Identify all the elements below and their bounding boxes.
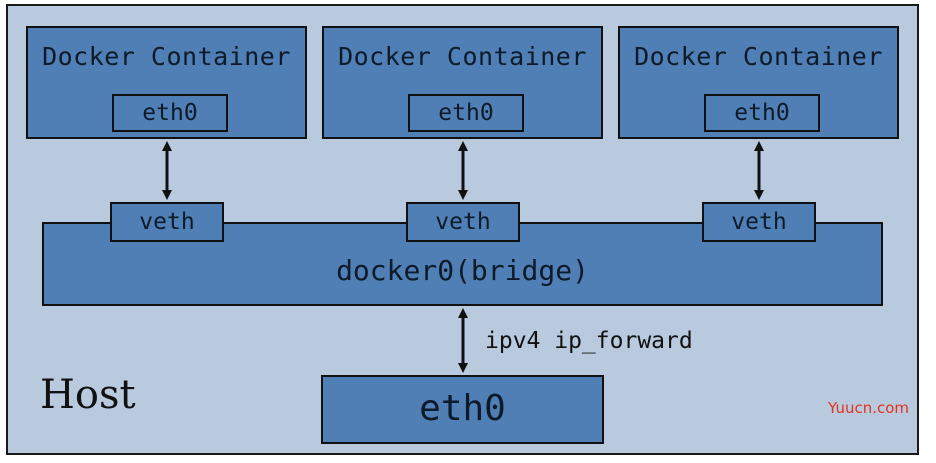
host-label: Host bbox=[40, 372, 136, 418]
veth-interface-2: veth bbox=[406, 202, 520, 242]
container-title: Docker Container bbox=[42, 42, 291, 71]
host-eth0-interface: eth0 bbox=[321, 375, 604, 444]
docker-container-3: Docker Container eth0 bbox=[618, 26, 899, 139]
veth-interface-1: veth bbox=[110, 202, 224, 242]
docker-container-1: Docker Container eth0 bbox=[26, 26, 307, 139]
container-eth0-interface: eth0 bbox=[112, 94, 228, 132]
ip-forward-label: ipv4 ip_forward bbox=[485, 328, 693, 354]
container-eth0-interface: eth0 bbox=[704, 94, 820, 132]
bridge-label: docker0(bridge) bbox=[336, 254, 589, 287]
container-title: Docker Container bbox=[634, 42, 883, 71]
docker-container-2: Docker Container eth0 bbox=[322, 26, 603, 139]
container-title: Docker Container bbox=[338, 42, 587, 71]
container-eth0-interface: eth0 bbox=[408, 94, 524, 132]
veth-interface-3: veth bbox=[702, 202, 816, 242]
watermark: Yuucn.com bbox=[828, 399, 910, 417]
